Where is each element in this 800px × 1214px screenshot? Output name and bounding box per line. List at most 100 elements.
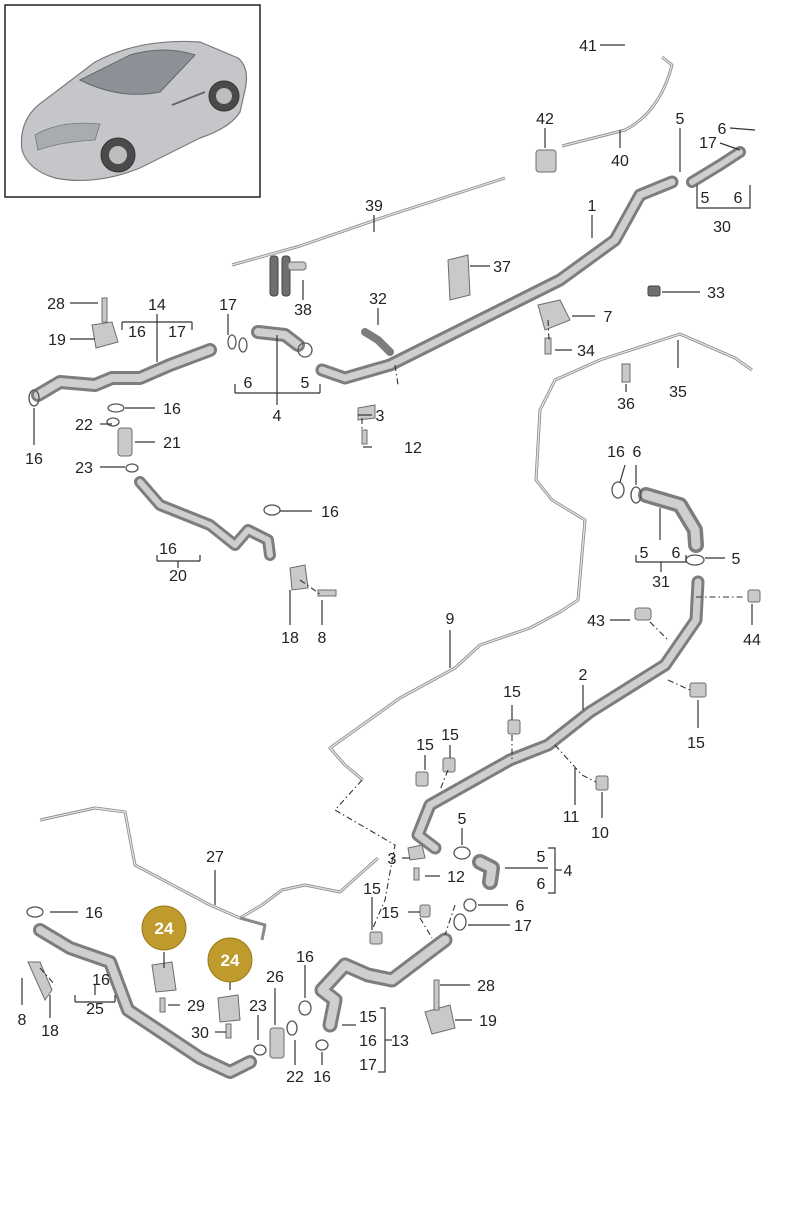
part-label-16[interactable]: 16 [313,1069,331,1086]
part-label-31[interactable]: 31 [652,574,670,591]
part-label-17[interactable]: 17 [514,918,532,935]
part-label-15[interactable]: 15 [503,684,521,701]
part-label-16[interactable]: 16 [25,451,43,468]
part-label-3[interactable]: 3 [388,851,397,868]
part-label-28[interactable]: 28 [47,296,65,313]
part-label-26[interactable]: 26 [266,969,284,986]
part-label-8[interactable]: 8 [318,630,327,647]
part-label-3[interactable]: 3 [376,408,385,425]
part-label-34[interactable]: 34 [577,343,595,360]
part-label-16[interactable]: 16 [296,949,314,966]
part-label-27[interactable]: 27 [206,849,224,866]
part-label-7[interactable]: 7 [604,309,613,326]
part-label-37[interactable]: 37 [493,259,511,276]
part-label-21[interactable]: 21 [163,435,181,452]
part-label-23[interactable]: 23 [249,998,267,1015]
part-label-5[interactable]: 5 [537,849,546,866]
part-label-29[interactable]: 29 [187,998,205,1015]
part-label-9[interactable]: 9 [446,611,455,628]
part-label-17[interactable]: 17 [359,1057,377,1074]
part-label-16[interactable]: 16 [159,541,177,558]
part-label-42[interactable]: 42 [536,111,554,128]
part-label-41[interactable]: 41 [579,38,597,55]
part-label-30[interactable]: 30 [713,219,731,236]
part-label-18[interactable]: 18 [281,630,299,647]
part-label-14[interactable]: 14 [148,297,166,314]
part-label-20[interactable]: 20 [169,568,187,585]
coolant-hose-20 [134,476,276,561]
part-label-5[interactable]: 5 [732,551,741,568]
part-label-43[interactable]: 43 [587,613,605,630]
coolant-hose-31 [638,487,704,553]
part-label-32[interactable]: 32 [369,291,387,308]
part-label-19[interactable]: 19 [479,1013,497,1030]
part-label-40[interactable]: 40 [611,153,629,170]
part-label-22[interactable]: 22 [286,1069,304,1086]
part-label-5[interactable]: 5 [301,375,310,392]
part-label-18[interactable]: 18 [41,1023,59,1040]
coolant-hose-30 [686,146,746,188]
part-label-39[interactable]: 39 [365,198,383,215]
part-label-4[interactable]: 4 [273,408,282,425]
part-label-23[interactable]: 23 [75,460,93,477]
part-label-2[interactable]: 2 [579,667,588,684]
part-label-8[interactable]: 8 [18,1012,27,1029]
part-label-1[interactable]: 1 [588,198,597,215]
part-label-16[interactable]: 16 [607,444,625,461]
part-label-4[interactable]: 4 [564,863,573,880]
small-parts [26,149,761,1059]
coolant-pipe-2 [411,575,705,855]
part-label-19[interactable]: 19 [48,332,66,349]
coolant-hose-25 [33,923,257,1079]
part-label-12[interactable]: 12 [404,440,422,457]
part-label-15[interactable]: 15 [687,735,705,752]
part-label-5[interactable]: 5 [701,190,710,207]
dashed-lines [39,319,745,986]
part-label-33[interactable]: 33 [707,285,725,302]
coolant-hose-4-upper [251,325,305,352]
part-label-6[interactable]: 6 [244,375,253,392]
part-label-5[interactable]: 5 [676,111,685,128]
part-label-44[interactable]: 44 [743,632,761,649]
part-label-10[interactable]: 10 [591,825,609,842]
part-label-28[interactable]: 28 [477,978,495,995]
part-label-17[interactable]: 17 [699,135,717,152]
part-label-30[interactable]: 30 [191,1025,209,1042]
part-label-5[interactable]: 5 [458,811,467,828]
coolant-hose-13 [314,932,453,1033]
part-label-6[interactable]: 6 [633,444,642,461]
part-label-6[interactable]: 6 [672,545,681,562]
part-label-5[interactable]: 5 [640,545,649,562]
part-label-16[interactable]: 16 [128,324,146,341]
part-label-15[interactable]: 15 [359,1009,377,1026]
part-label-15[interactable]: 15 [381,905,399,922]
callout-24-left[interactable]: 24 [141,905,187,951]
part-label-35[interactable]: 35 [669,384,687,401]
part-label-6[interactable]: 6 [734,190,743,207]
part-label-6[interactable]: 6 [718,121,727,138]
part-label-25[interactable]: 25 [86,1001,104,1018]
callout-24-right[interactable]: 24 [207,937,253,983]
part-label-15[interactable]: 15 [416,737,434,754]
part-label-16[interactable]: 16 [359,1033,377,1050]
part-label-38[interactable]: 38 [294,302,312,319]
part-label-15[interactable]: 15 [363,881,381,898]
part-label-17[interactable]: 17 [168,324,186,341]
part-label-6[interactable]: 6 [537,876,546,893]
part-label-12[interactable]: 12 [447,869,465,886]
part-label-11[interactable]: 11 [563,809,580,826]
coolant-hose-4-lower [472,854,500,890]
part-label-16[interactable]: 16 [92,972,110,989]
part-label-36[interactable]: 36 [617,396,635,413]
part-label-16[interactable]: 16 [163,401,181,418]
part-label-16[interactable]: 16 [85,905,103,922]
part-label-6[interactable]: 6 [516,898,525,915]
part-label-13[interactable]: 13 [391,1033,409,1050]
part-label-22[interactable]: 22 [75,417,93,434]
leader-lines [21,44,756,1073]
part-label-15[interactable]: 15 [441,727,459,744]
coolant-hose-14 [31,343,217,402]
part-label-16[interactable]: 16 [321,504,339,521]
part-label-17[interactable]: 17 [219,297,237,314]
